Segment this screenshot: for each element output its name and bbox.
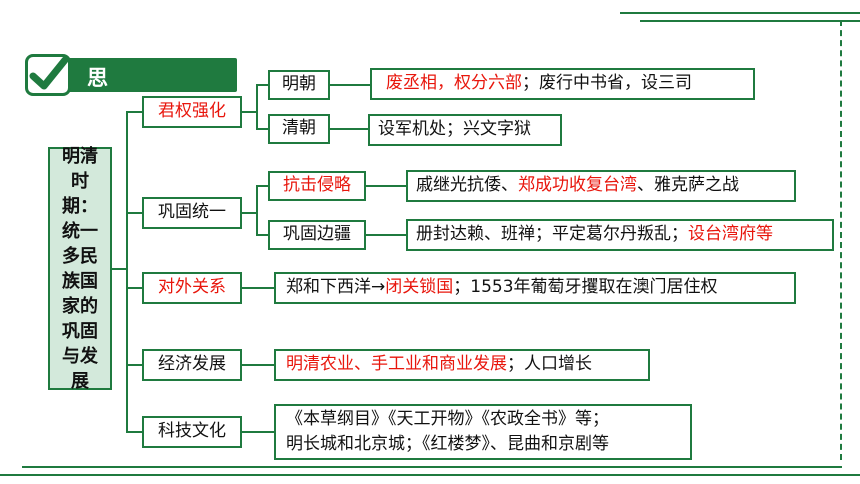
branch-tick-2 <box>126 212 142 214</box>
frame-bottom-line-2 <box>0 474 860 476</box>
qing-connector <box>330 128 368 130</box>
branch-duiwai: 对外关系 <box>142 272 242 304</box>
junquan-connector <box>242 111 256 113</box>
leaf-ming: 废丞相，权分六部；废行中书省，设三司 <box>370 68 755 100</box>
branch-keji: 科技文化 <box>142 416 242 448</box>
duiwai-connector <box>242 287 274 289</box>
ming-connector <box>330 84 370 86</box>
branch-junquan: 君权强化 <box>142 96 242 128</box>
leaf-kangji: 戚继光抗倭、郑成功收复台湾、雅克萨之战 <box>406 170 796 202</box>
root-node: 明清时期：统一多民族国家的巩固与发展 <box>48 146 112 392</box>
title-background <box>67 58 237 92</box>
sub-bianjiang: 巩固边疆 <box>268 220 366 250</box>
frame-top-line-2 <box>640 20 860 22</box>
branch-jingji: 经济发展 <box>142 349 242 381</box>
gonggu-tick-2 <box>256 234 268 236</box>
bianjiang-connector <box>366 234 406 236</box>
keji-connector <box>242 431 274 433</box>
root-label: 明清时期：统一多民族国家的巩固与发展 <box>62 145 98 392</box>
branch-spine <box>126 111 128 432</box>
frame-right-line <box>840 20 842 460</box>
branch-gonggu: 巩固统一 <box>142 197 242 229</box>
leaf-keji: 《本草纲目》《天工开物》《农政全书》等； 明长城和北京城；《红楼梦》、昆曲和京剧… <box>274 404 692 460</box>
leaf-duiwai: 郑和下西洋→闭关锁国；1553年葡萄牙攫取在澳门居住权 <box>274 272 796 304</box>
branch-tick-1 <box>126 111 142 113</box>
leaf-qing: 设军机处；兴文字狱 <box>368 114 562 146</box>
branch-tick-4 <box>126 364 142 366</box>
sub-qing: 清朝 <box>268 114 330 144</box>
leaf-bianjiang: 册封达赖、班禅；平定葛尔丹叛乱；设台湾府等 <box>406 219 834 251</box>
check-box <box>25 54 71 96</box>
junquan-tick-1 <box>256 84 268 86</box>
junquan-tick-2 <box>256 128 268 130</box>
kangji-connector <box>366 185 406 187</box>
gonggu-tick-1 <box>256 185 268 187</box>
gonggu-spine <box>256 185 258 236</box>
root-connector <box>112 268 126 270</box>
frame-bottom-line <box>22 466 842 468</box>
junquan-spine <box>256 84 258 130</box>
sub-ming: 明朝 <box>268 70 330 100</box>
check-mark-icon <box>29 56 69 90</box>
frame-top-line <box>620 12 860 14</box>
sub-kangji: 抗击侵略 <box>268 171 366 201</box>
leaf-jingji: 明清农业、手工业和商业发展；人口增长 <box>274 349 650 381</box>
jingji-connector <box>242 364 274 366</box>
branch-tick-5 <box>126 431 142 433</box>
branch-tick-3 <box>126 287 142 289</box>
gonggu-connector <box>242 212 256 214</box>
